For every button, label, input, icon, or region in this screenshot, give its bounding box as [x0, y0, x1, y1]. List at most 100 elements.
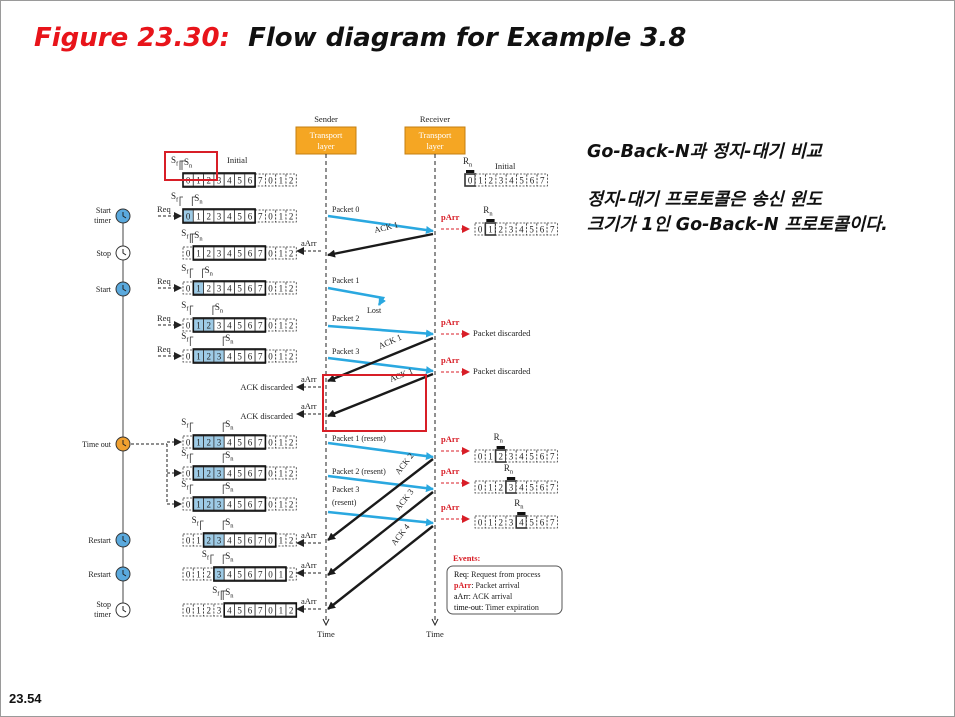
seq-number: 0 [186, 536, 191, 546]
seq-cell [285, 349, 297, 363]
seq-cell [203, 603, 215, 617]
recv-seq-number: 4 [519, 225, 524, 235]
sn-bracket [212, 305, 216, 315]
recv-seq-cell [536, 449, 548, 463]
seq-number: 2 [207, 321, 212, 331]
seq-number: 2 [289, 606, 294, 616]
timeline-arrow [431, 618, 439, 627]
seq-number: 1 [196, 438, 201, 448]
recv-seq-number: 1 [488, 225, 493, 235]
seq-number: 0 [186, 500, 191, 510]
seq-number: 2 [207, 212, 212, 222]
recv-seq-number: 7 [540, 176, 545, 186]
recv-seq-number: 6 [530, 176, 535, 186]
seq-number: 2 [207, 536, 212, 546]
recv-seq-cell [505, 449, 517, 463]
ack-arrow [327, 336, 434, 383]
parr-label: pArr [441, 355, 460, 365]
seq-number: 3 [217, 321, 222, 331]
timer-hand [122, 212, 127, 219]
send-window [192, 280, 267, 296]
seq-cell [285, 173, 297, 187]
send-window [192, 496, 267, 512]
packet-label: (resent) [332, 498, 357, 507]
sn-bracket [222, 554, 227, 564]
seq-number: 1 [279, 469, 284, 479]
recv-seq-cell [515, 449, 527, 463]
sn-pointer: Sn [225, 587, 234, 600]
seq-number: 3 [217, 469, 222, 479]
seq-number: 4 [227, 500, 232, 510]
seq-number: 4 [227, 536, 232, 546]
ack-label: ACK 2 [393, 451, 416, 476]
recv-seq-number: 1 [488, 518, 493, 528]
seq-number: 4 [227, 469, 232, 479]
seq-number: 2 [207, 500, 212, 510]
seq-number: 2 [207, 352, 212, 362]
timer-label: Restart [88, 570, 111, 579]
transport-layer-label: layer [318, 141, 335, 151]
ack-arrow [327, 232, 434, 258]
seq-number: 5 [237, 284, 242, 294]
sn-pointer: Sn [205, 265, 214, 278]
event-entry: aArr: ACK arrival [454, 592, 513, 601]
recv-seq-number: 2 [499, 452, 504, 462]
sf-bracket [189, 422, 194, 432]
rn-marker [486, 219, 495, 222]
seq-number: 0 [186, 606, 191, 616]
seq-cell [285, 318, 297, 332]
seq-number: 2 [207, 606, 212, 616]
rn-marker [506, 477, 516, 480]
seq-number: 7 [258, 284, 263, 294]
seq-number: 6 [248, 352, 253, 362]
ack-arrow [327, 458, 434, 541]
seq-number: 0 [268, 536, 273, 546]
seq-cell [285, 281, 297, 295]
sn-pointer: Sn [225, 450, 234, 463]
recv-seq-cell [505, 515, 517, 529]
sender-label: Sender [314, 114, 338, 124]
recv-seq-cell [526, 222, 538, 236]
seq-cell [275, 173, 287, 187]
sf-bracket [210, 554, 214, 564]
sf-pointer: Sf [181, 417, 189, 430]
seq-number: 7 [258, 536, 263, 546]
seq-number: 2 [289, 500, 294, 510]
time-label: Time [317, 629, 335, 639]
seq-cell [275, 497, 287, 511]
seq-cell [182, 567, 194, 581]
seq-number: 0 [268, 176, 273, 186]
timer-label: Start [96, 285, 112, 294]
send-window [192, 465, 267, 481]
recv-seq-number: 1 [488, 452, 493, 462]
recv-seq-number: 5 [529, 518, 534, 528]
recv-seq-cell [495, 515, 507, 529]
recv-seq-cell [546, 449, 558, 463]
seq-number: 1 [196, 212, 201, 222]
sn-pointer: Sn [225, 481, 234, 494]
seq-number: 0 [186, 321, 191, 331]
recv-seq-number: 0 [478, 483, 483, 493]
recv-seq-cell [474, 222, 486, 236]
packet-label: Packet 1 (resent) [332, 434, 386, 443]
seq-number: 6 [248, 212, 253, 222]
transport-layer-label: Transport [310, 130, 343, 140]
seq-number: 2 [289, 469, 294, 479]
sn-pointer: Sn [194, 230, 203, 243]
seq-number: 1 [279, 321, 284, 331]
seq-number: 6 [248, 500, 253, 510]
recv-seq-cell [536, 222, 548, 236]
seq-number: 7 [258, 249, 263, 259]
recv-seq-number: 5 [529, 452, 534, 462]
recv-seq-cell [474, 449, 486, 463]
seq-number: 5 [237, 212, 242, 222]
seq-number: 5 [237, 606, 242, 616]
recv-seq-number: 1 [488, 483, 493, 493]
recv-seq-number: 5 [529, 225, 534, 235]
packet-label: Packet 3 [332, 347, 359, 356]
aarr-label: aArr [301, 530, 317, 540]
seq-number: 5 [237, 176, 242, 186]
packet-arrow [327, 214, 434, 234]
seq-number: 3 [217, 500, 222, 510]
